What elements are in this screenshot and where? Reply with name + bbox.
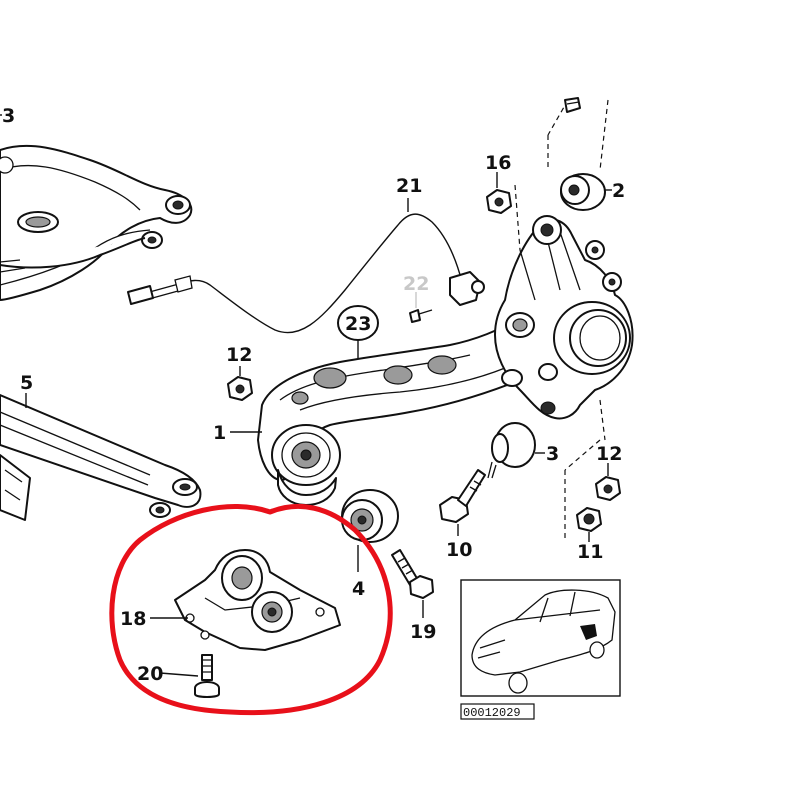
part-20-bolt <box>194 654 220 698</box>
part-12-nut-left <box>227 376 253 401</box>
label-16: 16 <box>485 152 511 174</box>
label-12-right: 12 <box>596 443 622 465</box>
label-2: 2 <box>612 180 625 202</box>
part-22-screw <box>409 309 433 323</box>
guide-lines <box>514 99 609 540</box>
callout-23 <box>337 305 379 358</box>
label-20: 20 <box>137 663 163 685</box>
part-12-nut-right <box>595 476 621 501</box>
label-5: 5 <box>20 372 33 394</box>
highlight-circle <box>109 503 393 716</box>
part-2-bushing <box>560 173 606 211</box>
wheel-carrier <box>494 215 634 420</box>
part-10-bolt <box>439 469 486 523</box>
label-10: 10 <box>446 539 472 561</box>
part-18-bracket <box>174 549 341 651</box>
tension-strut <box>0 394 202 521</box>
label-19: 19 <box>410 621 436 643</box>
vehicle-inset: 00012029 <box>460 579 621 720</box>
part-3-bushing <box>487 422 536 479</box>
label-21: 21 <box>396 175 422 197</box>
trailing-arm <box>257 299 566 506</box>
part-11-washer <box>576 507 602 532</box>
label-18: 18 <box>120 608 146 630</box>
label-4: 4 <box>352 578 365 600</box>
part-4-bushing <box>341 489 399 543</box>
rear-axle-carrier <box>0 144 193 301</box>
label-12-left: 12 <box>226 344 252 366</box>
label-1: 1 <box>213 422 226 444</box>
label-11: 11 <box>577 541 603 563</box>
part-19-bolt <box>391 549 434 599</box>
part-16-nut <box>486 189 512 214</box>
sensor-cable <box>127 213 485 334</box>
diagram-code: 00012029 <box>463 706 521 720</box>
label-3: 3 <box>546 443 559 465</box>
label-23: 23 <box>345 313 371 335</box>
label-3-top: 3 <box>2 105 15 127</box>
label-22: 22 <box>403 273 429 295</box>
screw-top <box>564 97 581 113</box>
